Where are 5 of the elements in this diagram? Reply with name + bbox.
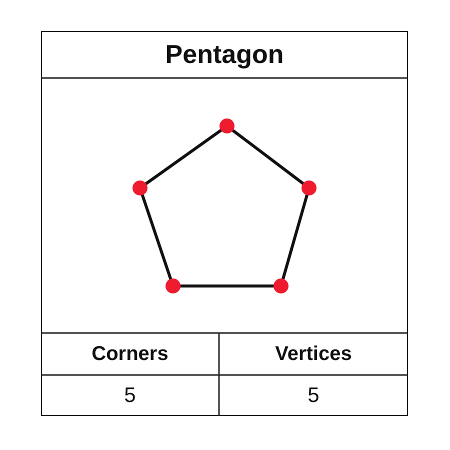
column-header: Vertices — [274, 342, 353, 366]
table-value: 5 — [306, 382, 320, 408]
table-value: 5 — [123, 382, 137, 408]
column-header: Corners — [90, 342, 170, 366]
title: Pentagon — [164, 38, 285, 71]
